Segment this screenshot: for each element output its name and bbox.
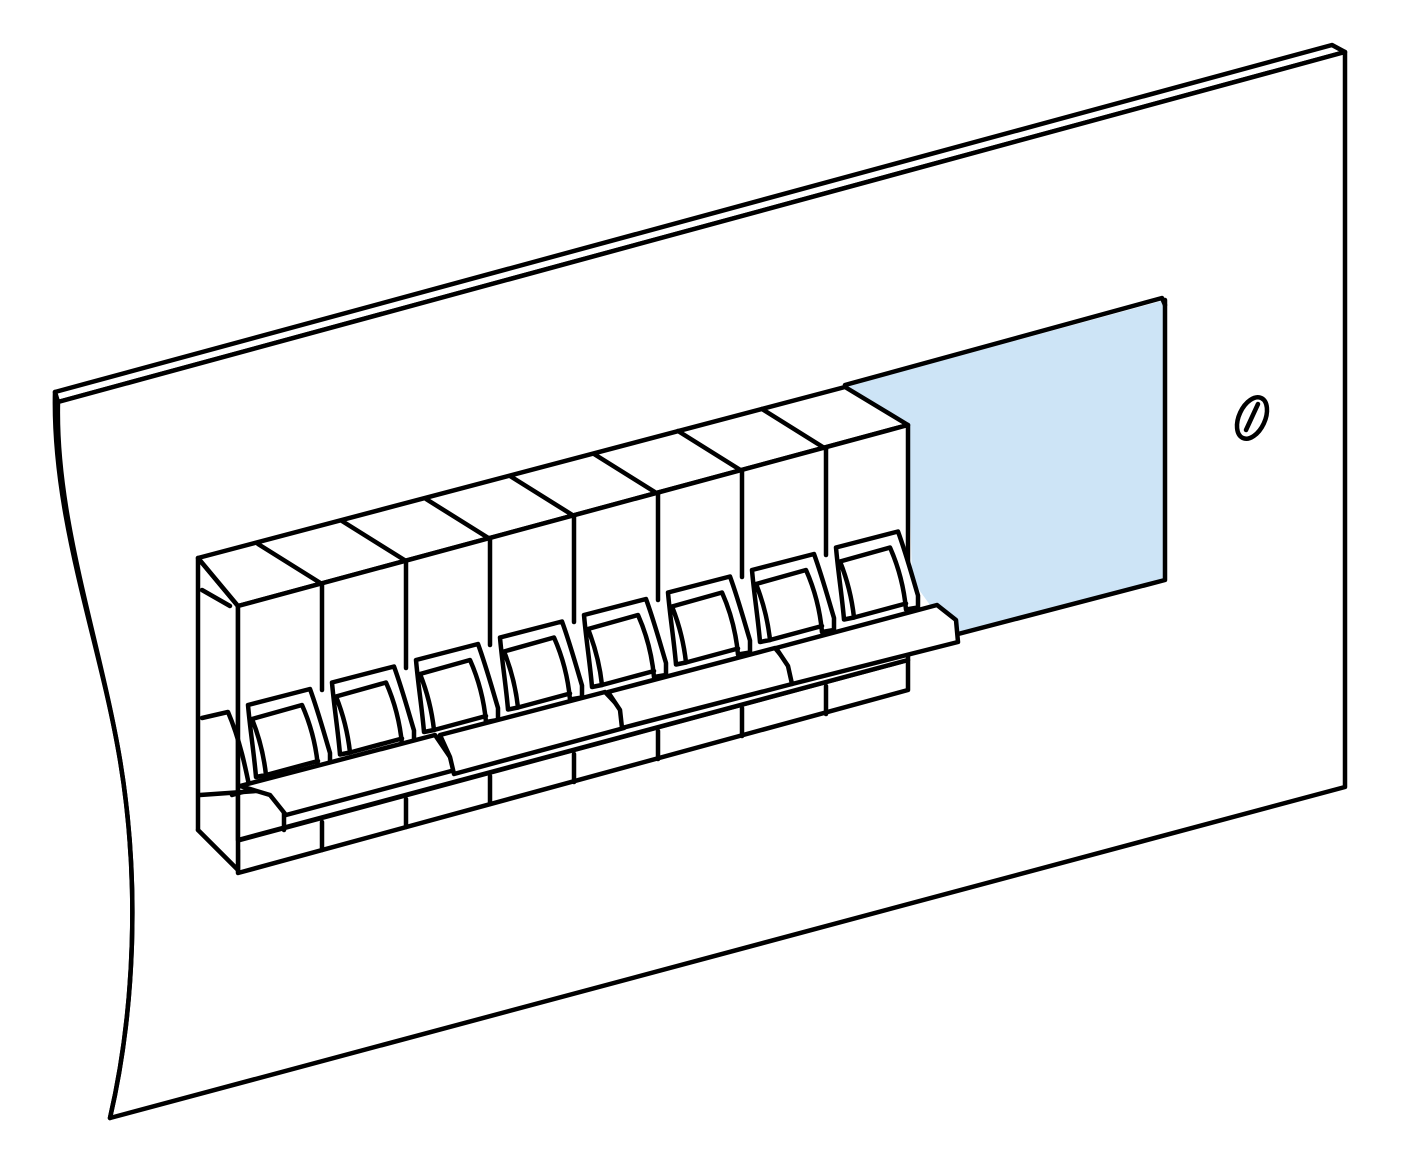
- toggle-lever-edge: [599, 668, 657, 688]
- screw-icon: [1234, 395, 1270, 441]
- toggle-lever-icon: [581, 596, 669, 690]
- toggle-lever-edge: [263, 758, 321, 778]
- toggle-lever-icon: [665, 574, 753, 667]
- toggle-lever-icon: [245, 686, 333, 780]
- blank-cover-right-edge: [955, 297, 1168, 637]
- blank-cover-panel: [845, 300, 1165, 634]
- toggle-lever-icon: [413, 641, 501, 735]
- rail-segment-lines: [319, 683, 829, 853]
- toggle-lever-edge: [431, 713, 489, 733]
- blank-cover-icon: [842, 295, 1168, 637]
- toggle-lever-icon: [749, 551, 837, 645]
- toggle-lever-edge: [347, 736, 405, 755]
- ledge-far-right: [773, 602, 961, 687]
- toggle-lever-edge: [767, 623, 825, 643]
- toggle-levers: [245, 529, 921, 780]
- breaker-top-dividers: [255, 406, 829, 587]
- toggle-lever-edge: [683, 646, 741, 665]
- breaker-row: [195, 384, 961, 876]
- toggle-lever-edge: [851, 601, 909, 620]
- screw-slot: [1243, 401, 1261, 433]
- toggle-lever-icon: [329, 664, 417, 757]
- breaker-front-dividers: [319, 446, 829, 693]
- panel-left-edge: [52, 389, 135, 1121]
- front-ledges: [237, 602, 961, 818]
- toggle-lever-edge: [515, 691, 573, 710]
- toggle-lever-icon: [497, 619, 585, 712]
- toggle-lever-icon: [833, 529, 921, 622]
